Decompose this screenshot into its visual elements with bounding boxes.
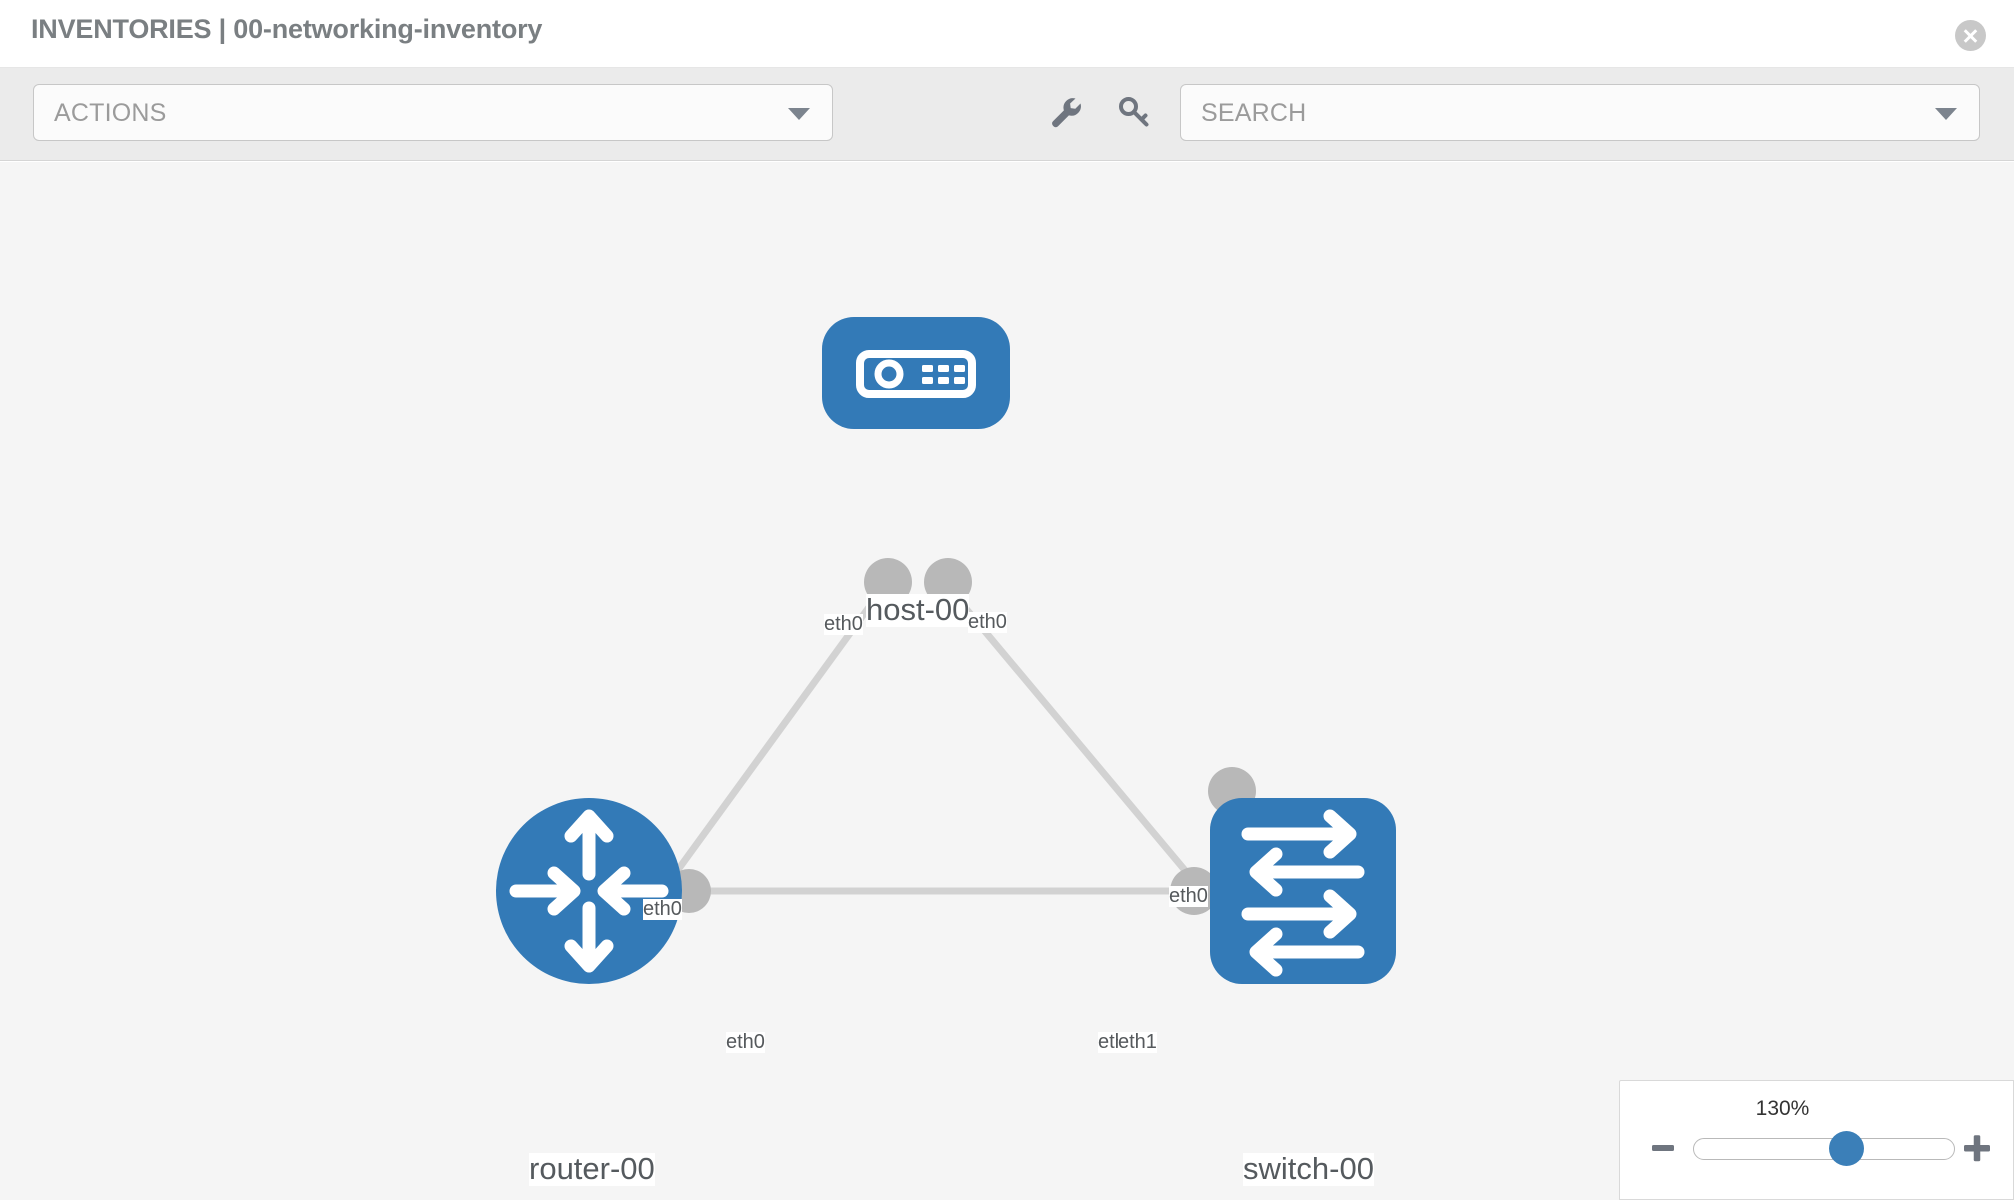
zoom-slider-track[interactable] [1693, 1138, 1955, 1160]
iface-label-router-up: eth0 [643, 898, 682, 920]
page-header: INVENTORIES | 00-networking-inventory [0, 0, 2014, 68]
key-icon[interactable] [1110, 88, 1158, 136]
node-label-switch: switch-00 [1243, 1151, 1374, 1186]
iface-label-host-right: eth0 [968, 611, 1007, 633]
topology-links [637, 589, 1248, 945]
link-host-router [637, 589, 883, 925]
minus-icon[interactable] [1648, 1133, 1678, 1163]
node-label-host: host-00 [866, 592, 970, 627]
zoom-level-label: 130% [1755, 1097, 1810, 1120]
chevron-down-icon [788, 107, 810, 120]
search-input[interactable]: SEARCH [1180, 84, 1980, 141]
iface-label-router-right: eth0 [726, 1031, 765, 1053]
page-title: INVENTORIES | 00-networking-inventory [31, 14, 543, 44]
topology-ports [667, 558, 1256, 915]
node-router-00 [496, 798, 682, 984]
plus-icon[interactable] [1960, 1131, 1994, 1165]
chevron-down-icon [1935, 107, 1957, 120]
actions-dropdown-label: ACTIONS [54, 99, 167, 127]
iface-label-switch-left-b: eth1 [1118, 1031, 1157, 1053]
zoom-control: 130% [1619, 1080, 2014, 1200]
node-label-router: router-00 [529, 1151, 655, 1186]
iface-label-host-left: eth0 [824, 613, 863, 635]
zoom-slider-thumb[interactable] [1829, 1131, 1865, 1166]
search-placeholder: SEARCH [1201, 99, 1307, 127]
wrench-icon[interactable] [1042, 88, 1090, 136]
actions-dropdown[interactable]: ACTIONS [33, 84, 833, 141]
node-switch-00 [1210, 798, 1396, 984]
topology-graph [496, 317, 1396, 984]
iface-label-switch-up: eth0 [1169, 885, 1208, 907]
close-icon[interactable] [1955, 20, 1986, 51]
topology-canvas[interactable]: host-00 router-00 switch-00 eth0 eth0 et… [0, 162, 2014, 1200]
node-host-00 [822, 317, 1010, 429]
